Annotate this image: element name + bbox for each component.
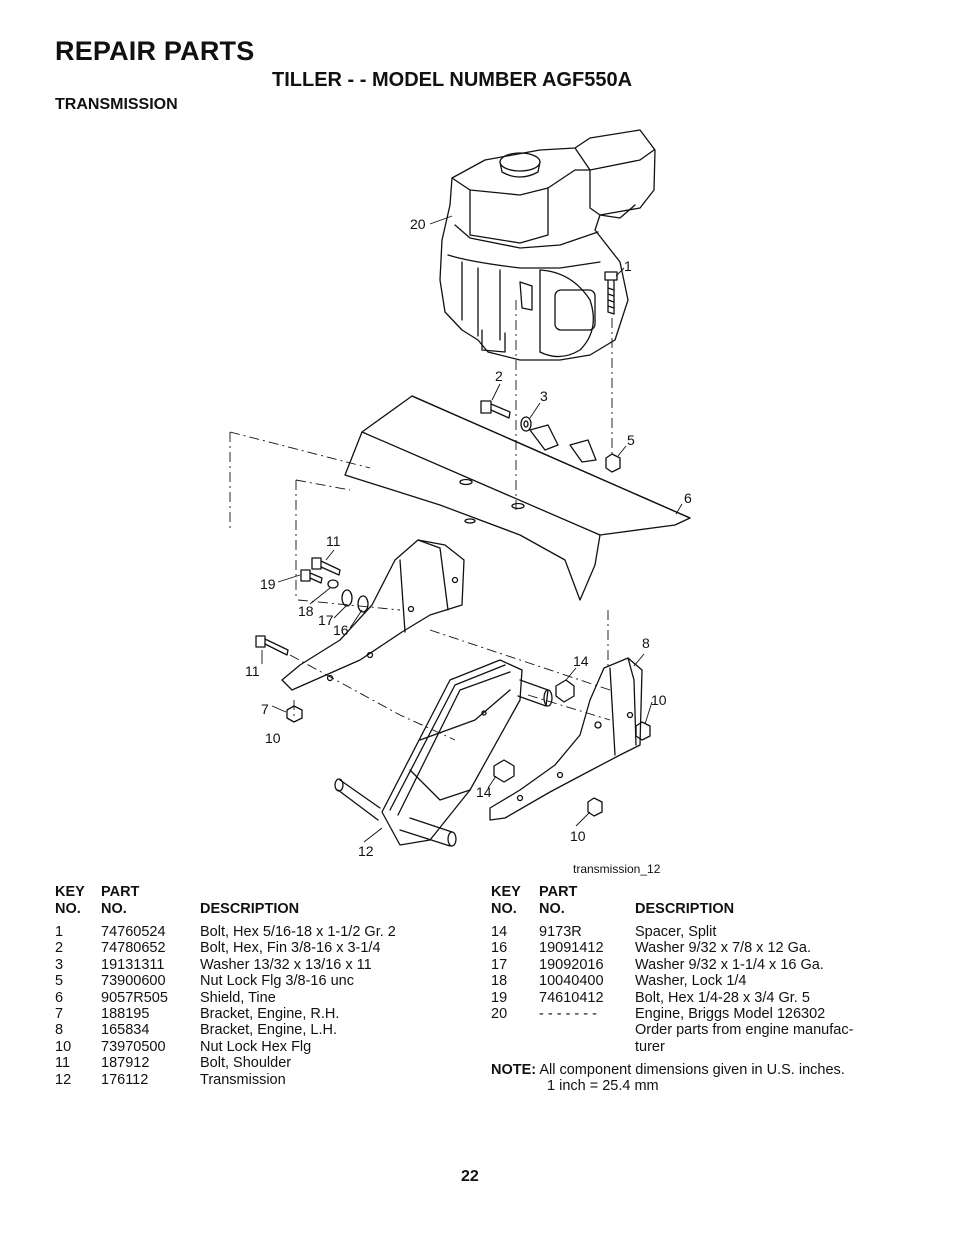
page-number: 22: [461, 1168, 479, 1185]
spacer-14-upper: [555, 679, 575, 703]
callout-1: 1: [624, 258, 632, 274]
section-heading: TRANSMISSION: [55, 96, 178, 113]
description-header: DESCRIPTION: [635, 901, 735, 917]
callout-8: 8: [642, 635, 650, 651]
callout-3: 3: [540, 388, 548, 404]
callout-18: 18: [298, 603, 314, 619]
washer-18: [327, 579, 339, 589]
callout-6: 6: [684, 490, 692, 506]
washer-17: [341, 589, 353, 607]
note-label: NOTE:: [491, 1062, 537, 1078]
callout-16: 16: [333, 622, 349, 638]
spacer-14-lower: [493, 759, 515, 783]
callout-10-right: 10: [651, 692, 667, 708]
description-header: DESCRIPTION: [200, 901, 300, 917]
tine-shield: [344, 395, 691, 601]
note-line2: 1 inch = 25.4 mm: [547, 1078, 659, 1094]
callout-20: 20: [410, 216, 426, 232]
transmission-exploded-diagram: [229, 129, 691, 847]
transmission: [334, 659, 553, 847]
callout-11-upper: 11: [326, 533, 341, 549]
engine-drawing: [439, 129, 656, 361]
callout-10-left: 10: [265, 730, 281, 746]
callout-12: 12: [358, 843, 374, 859]
callout-17: 17: [318, 612, 334, 628]
callout-19: 19: [260, 576, 276, 592]
note-line1: All component dimensions given in U.S. i…: [539, 1062, 845, 1078]
figure-caption: transmission_12: [573, 862, 661, 876]
nut-5: [605, 453, 621, 473]
model-subtitle: TILLER - - MODEL NUMBER AGF550A: [272, 69, 633, 91]
page-title: REPAIR PARTS: [55, 36, 255, 66]
nut-10-left: [286, 705, 303, 723]
callout-5: 5: [627, 432, 635, 448]
callout-11-lower: 11: [245, 663, 260, 679]
bolt-1: [604, 271, 618, 315]
bolt-2: [480, 400, 511, 419]
washer-16: [357, 595, 369, 613]
callout-14-upper: 14: [573, 653, 589, 669]
nut-10-bottom: [587, 797, 603, 817]
bolt-19: [300, 569, 323, 584]
callout-10-bottom: 10: [570, 828, 586, 844]
callout-7: 7: [261, 701, 269, 717]
note: NOTE: All component dimensions given in …: [491, 1062, 845, 1094]
bracket-lh: [489, 657, 643, 821]
bolt-11-upper: [311, 557, 341, 576]
callout-2: 2: [495, 368, 503, 384]
table-row: Order parts from engine manufac-: [635, 1022, 854, 1039]
washer-3: [520, 416, 532, 432]
table-row: turer: [635, 1038, 665, 1055]
bolt-11-lower: [255, 635, 289, 656]
nut-10-right: [635, 721, 651, 741]
callout-14-lower: 14: [476, 784, 492, 800]
table-row: 20- - - - - - -Engine, Briggs Model 1263…: [491, 1006, 826, 1023]
